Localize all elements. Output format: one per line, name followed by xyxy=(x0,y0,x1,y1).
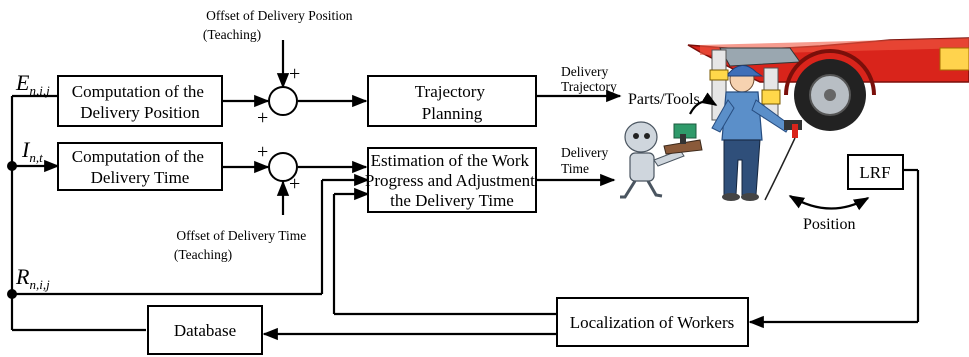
car-illustration xyxy=(687,37,969,131)
offset-time-label: Offset of Delivery Time (Teaching) xyxy=(174,228,310,262)
input-symbol-r: Rn,i,j xyxy=(15,264,50,292)
localization-text: Localization of Workers xyxy=(570,313,734,332)
position-arrow xyxy=(788,195,870,211)
plus-sign: + xyxy=(289,63,300,85)
input-symbol-i: In,t xyxy=(21,137,43,165)
localization-box xyxy=(556,297,749,347)
delivery-trajectory-label: Delivery Trajectory xyxy=(561,64,617,94)
database-text: Database xyxy=(174,321,236,340)
estimation-box xyxy=(367,147,537,213)
offset-position-label: Offset of Delivery Position (Teaching) xyxy=(203,8,356,42)
robot-illustration xyxy=(620,121,703,199)
input-symbol-e: En,i,j xyxy=(15,70,50,98)
handover-arrow xyxy=(689,92,718,115)
delivery-time-label: Delivery Time xyxy=(561,145,612,176)
estimation-text: Estimation of the Work Progress and Adju… xyxy=(365,151,539,210)
delivery-time-text: Computation of the Delivery Time xyxy=(72,147,208,187)
parts-tools-label: Parts/Tools xyxy=(628,91,700,108)
plus-sign: + xyxy=(257,107,268,129)
delivery-position-box xyxy=(57,75,223,127)
lrf-text: LRF xyxy=(859,163,890,182)
worker-illustration xyxy=(711,65,802,201)
delivery-position-text: Computation of the Delivery Position xyxy=(72,82,208,122)
position-label: Position xyxy=(803,216,855,233)
plus-sign: + xyxy=(257,141,268,163)
lrf-box xyxy=(847,154,904,190)
trajectory-planning-box xyxy=(367,75,537,127)
database-box xyxy=(147,305,263,355)
delivery-time-box xyxy=(57,142,223,191)
trajectory-planning-text: Trajectory Planning xyxy=(415,82,489,123)
summing-junction-position xyxy=(268,86,298,116)
summing-junction-time xyxy=(268,152,298,182)
plus-sign: + xyxy=(289,173,300,195)
